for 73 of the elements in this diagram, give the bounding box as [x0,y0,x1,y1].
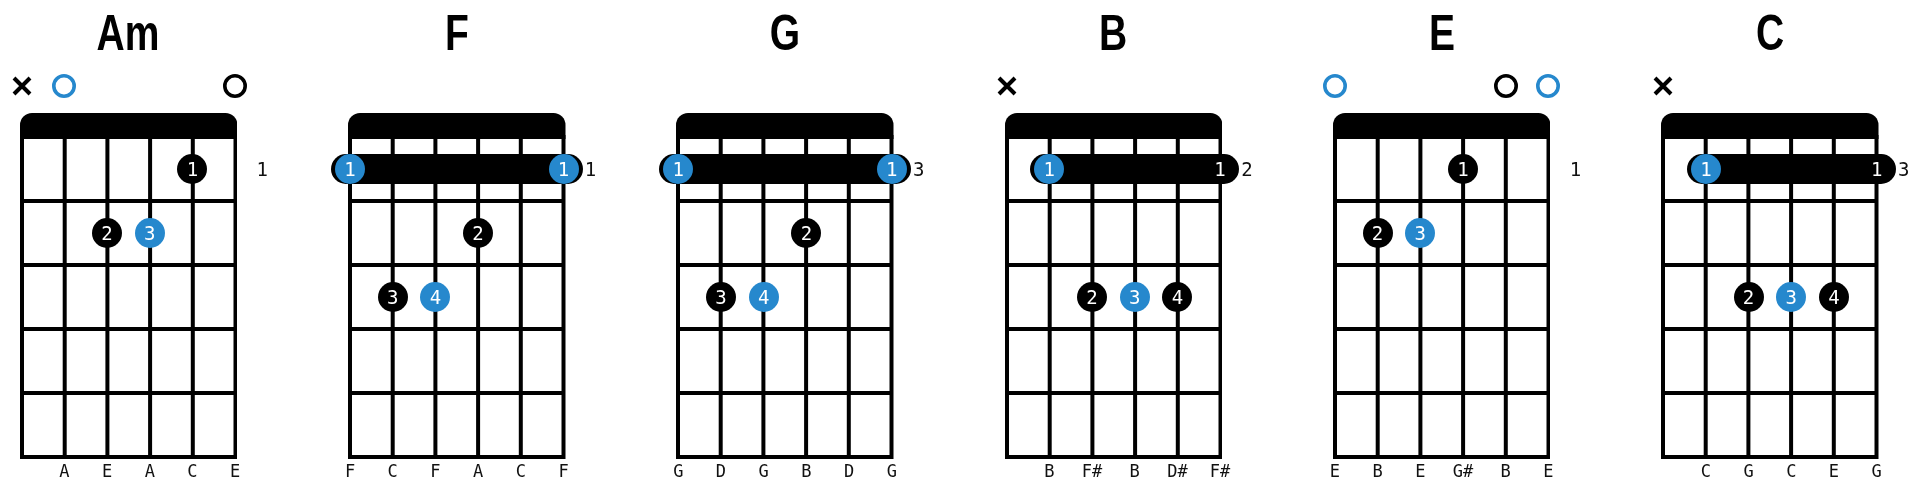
string-note: E [1543,462,1554,480]
string-note: F# [1209,462,1231,480]
barre-bar [659,154,911,184]
finger-dot: 1 [1034,154,1065,184]
finger-dot: 2 [463,218,494,248]
string-note: A [59,462,70,480]
string-note: D [843,462,855,480]
finger-dot: 1 [335,154,365,184]
finger-dot: 4 [420,282,451,312]
string-note: G [886,462,897,480]
string-note: F [558,462,569,480]
string-note: A [472,462,484,480]
string-note: F [344,462,356,480]
string-note: G# [1452,462,1474,480]
finger-dot: 4 [1819,282,1849,312]
string-note: G [673,462,684,480]
fret-number: 3 [1897,159,1910,179]
finger-dot: 2 [791,218,822,248]
fret-number: 1 [584,159,597,179]
finger-dot: 3 [134,218,165,248]
barre-bar [1030,154,1240,184]
finger-dot: 3 [1119,282,1150,312]
finger-dot: 1 [1690,154,1721,184]
finger-dot: 3 [706,282,736,312]
string-note: B [1500,462,1511,480]
string-note: C [187,462,198,480]
fret-number: 1 [1569,159,1582,179]
string-note: E [1329,462,1340,480]
string-note: E [101,462,113,480]
finger-dot: 3 [377,282,408,312]
fret-number: 2 [1241,159,1253,179]
chord-name: B [1099,8,1128,58]
string-note: G [1871,462,1882,480]
string-note: B [801,462,812,480]
barre-bar [331,154,583,184]
finger-dot: 3 [1776,282,1807,312]
finger-dot: 2 [1362,218,1393,248]
string-note: D# [1167,462,1188,480]
string-note: B [1372,462,1383,480]
fret-number: 1 [256,159,268,179]
string-note: C [1700,462,1711,480]
fret-number: 3 [913,159,925,179]
chord-name: E [1428,8,1455,58]
string-note: E [1415,462,1426,480]
string-note: B [1044,462,1055,480]
chord-name: Am [97,8,160,58]
string-note: D [715,462,727,480]
finger-dot: 2 [1733,282,1764,312]
finger-dot: 3 [1405,218,1436,248]
finger-dot: 2 [1077,282,1107,312]
string-note: C [515,462,526,480]
string-note: G [758,462,769,480]
finger-dot: 2 [92,218,123,248]
finger-dot: 1 [177,154,208,184]
string-note: C [1786,462,1797,480]
finger-dot: 4 [748,282,779,312]
finger-dot: 1 [1448,154,1478,184]
finger-dot: 1 [663,154,694,184]
string-note: F# [1081,462,1103,480]
string-note: C [387,462,398,480]
chord-name: F [444,8,469,58]
finger-dot: 1 [876,154,907,184]
string-note: B [1129,462,1140,480]
string-note: F [430,462,441,480]
string-note: E [230,462,241,480]
chord-name: G [769,8,801,58]
chord-name: C [1755,8,1784,58]
string-note: E [1828,462,1840,480]
finger-dot: 1 [548,154,579,184]
string-note: A [144,462,155,480]
barre-bar [1686,154,1896,184]
string-note: G [1743,462,1754,480]
finger-dot: 4 [1162,282,1193,312]
